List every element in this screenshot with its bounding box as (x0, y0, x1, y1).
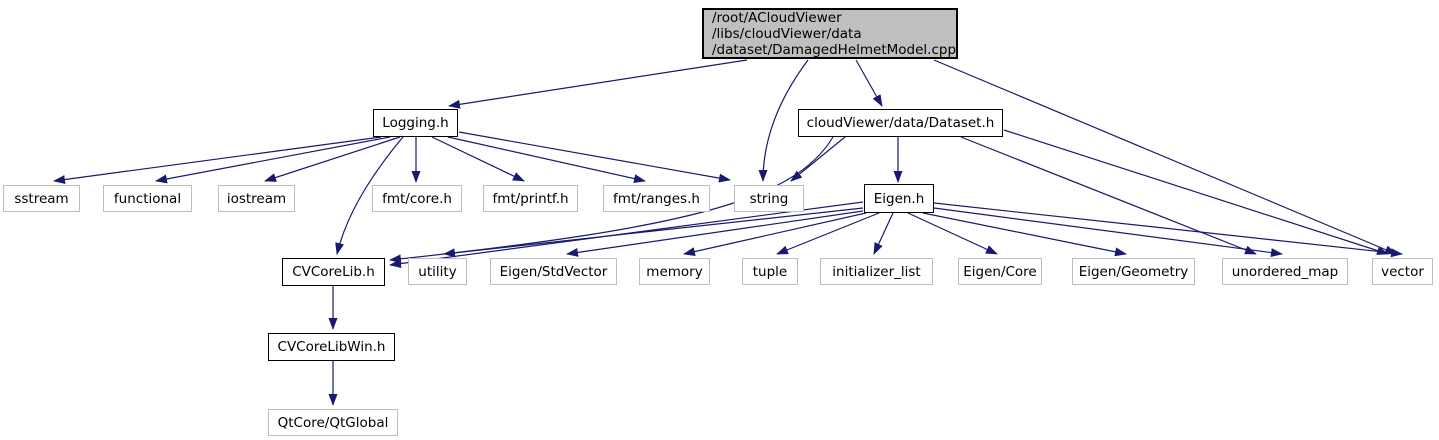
node-sstream: sstream (3, 185, 80, 212)
node-label: Eigen.h (873, 190, 925, 207)
node-label: unordered_map (1231, 263, 1339, 280)
node-functional: functional (103, 185, 192, 212)
node-label-line: /dataset/DamagedHelmetModel.cpp (712, 41, 957, 58)
node-label: initializer_list (832, 263, 921, 280)
node-iostream: iostream (218, 185, 295, 212)
node-eigen-stdvector: Eigen/StdVector (490, 258, 617, 285)
node-dataset-h[interactable]: cloudViewer/data/Dataset.h (798, 109, 1003, 137)
node-qtcore-qtglobal: QtCore/QtGlobal (268, 409, 398, 436)
node-label: fmt/printf.h (492, 190, 569, 207)
node-label: utility (418, 263, 457, 280)
node-damagedhelmetmodel-cpp: /root/ACloudViewer /libs/cloudViewer/dat… (702, 8, 958, 59)
node-fmt-printf-h: fmt/printf.h (483, 185, 578, 212)
node-unordered-map: unordered_map (1222, 258, 1348, 285)
node-tuple: tuple (742, 258, 798, 285)
node-logging-h[interactable]: Logging.h (373, 109, 458, 137)
node-label-line: /libs/cloudViewer/data (712, 25, 862, 42)
node-cvcorelibwin-h[interactable]: CVCoreLibWin.h (268, 333, 395, 361)
node-label: sstream (14, 190, 69, 207)
node-label: CVCoreLibWin.h (277, 339, 386, 355)
node-label: Eigen/Geometry (1078, 263, 1189, 280)
node-label: Eigen/Core (963, 263, 1037, 280)
node-label: fmt/core.h (382, 190, 452, 207)
node-label: fmt/ranges.h (613, 190, 700, 207)
node-label: cloudViewer/data/Dataset.h (806, 115, 995, 131)
node-utility: utility (408, 258, 467, 285)
node-memory: memory (639, 258, 710, 285)
node-label: CVCoreLib.h (292, 264, 375, 280)
node-eigen-core: Eigen/Core (958, 258, 1042, 285)
node-label: iostream (226, 190, 287, 207)
node-label: functional (113, 190, 182, 207)
node-label: string (749, 190, 789, 207)
node-string: string (734, 185, 804, 212)
node-label: Eigen/StdVector (499, 263, 608, 280)
node-label: tuple (752, 263, 788, 280)
node-cvcorelib-h[interactable]: CVCoreLib.h (282, 258, 385, 286)
node-vector: vector (1372, 258, 1433, 285)
node-fmt-ranges-h: fmt/ranges.h (603, 185, 710, 212)
node-label: Logging.h (382, 115, 449, 131)
node-label: vector (1381, 263, 1424, 280)
node-label: QtCore/QtGlobal (277, 414, 389, 431)
node-initializer-list: initializer_list (820, 258, 933, 285)
node-fmt-core-h: fmt/core.h (372, 185, 462, 212)
node-eigen-h[interactable]: Eigen.h (864, 184, 934, 213)
node-eigen-geometry: Eigen/Geometry (1072, 258, 1195, 285)
node-label: memory (646, 263, 703, 280)
node-label-line: /root/ACloudViewer (712, 9, 842, 26)
